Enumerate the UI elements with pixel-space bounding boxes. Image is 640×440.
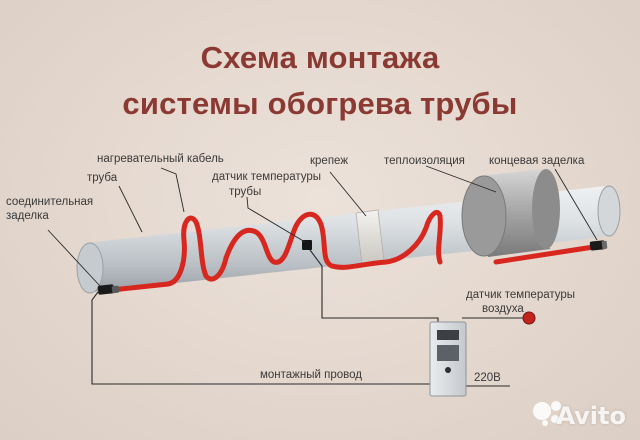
diagram-title-line1: Схема монтажа xyxy=(200,40,440,75)
thermostat-panel xyxy=(437,345,459,361)
label-end-seal: концевая заделка xyxy=(489,155,585,167)
cable-segment-1 xyxy=(109,215,229,293)
leader-pipe-sensor xyxy=(246,196,306,243)
connection-joint xyxy=(97,284,120,295)
label-pipe: труба xyxy=(87,172,118,184)
leader-insulation xyxy=(425,165,497,193)
leader-fastener xyxy=(329,171,367,217)
pipe-left-end xyxy=(76,242,104,294)
leader-joint xyxy=(47,229,101,287)
label-insulation: теплоизоляция xyxy=(384,155,465,167)
leader-heating-cable xyxy=(160,167,185,213)
insulation-left-face xyxy=(461,175,507,257)
pipe-right-end xyxy=(597,185,621,237)
end-seal-body xyxy=(589,240,606,251)
label-pipe-sensor-line2: трубы xyxy=(229,186,262,198)
joint-cap xyxy=(111,285,120,294)
leader-lines xyxy=(47,165,598,287)
thermostat xyxy=(429,321,467,397)
end-seal-cap xyxy=(601,240,608,250)
insulation-right-face xyxy=(532,169,560,249)
end-seal xyxy=(589,240,608,251)
label-joint-line2: заделка xyxy=(6,210,49,222)
pipe-temperature-sensor xyxy=(302,240,312,250)
air-temperature-sensor xyxy=(522,311,536,325)
avito-watermark: Avito xyxy=(556,402,626,430)
label-joint-line1: соединительная xyxy=(6,196,94,208)
mounting-wire xyxy=(91,291,438,385)
wiring xyxy=(91,249,524,387)
pipe-sensor-wire xyxy=(309,249,439,324)
cable-segment-3 xyxy=(293,210,443,270)
leader-pipe xyxy=(118,185,143,233)
thermostat-display xyxy=(437,330,459,340)
leader-end-seal xyxy=(554,168,598,241)
cable-segment-2 xyxy=(223,223,299,265)
thermostat-knob xyxy=(445,367,451,373)
label-air-sensor-line2: воздуха xyxy=(482,303,524,315)
thermal-insulation xyxy=(461,169,560,257)
label-fastener: крепеж xyxy=(310,155,349,167)
joint-body xyxy=(97,284,115,295)
label-mounting-wire: монтажный провод xyxy=(260,369,362,381)
avito-logo-icon xyxy=(533,401,561,426)
label-heating-cable: нагревательный кабель xyxy=(97,153,224,165)
diagram-title-line2: системы обогрева трубы xyxy=(122,86,518,121)
label-voltage: 220В xyxy=(474,372,501,384)
label-air-sensor-line1: датчик температуры xyxy=(466,289,576,301)
heating-cable xyxy=(109,210,603,293)
label-pipe-sensor-line1: датчик температуры xyxy=(212,171,322,183)
cable-segment-4 xyxy=(493,243,603,265)
